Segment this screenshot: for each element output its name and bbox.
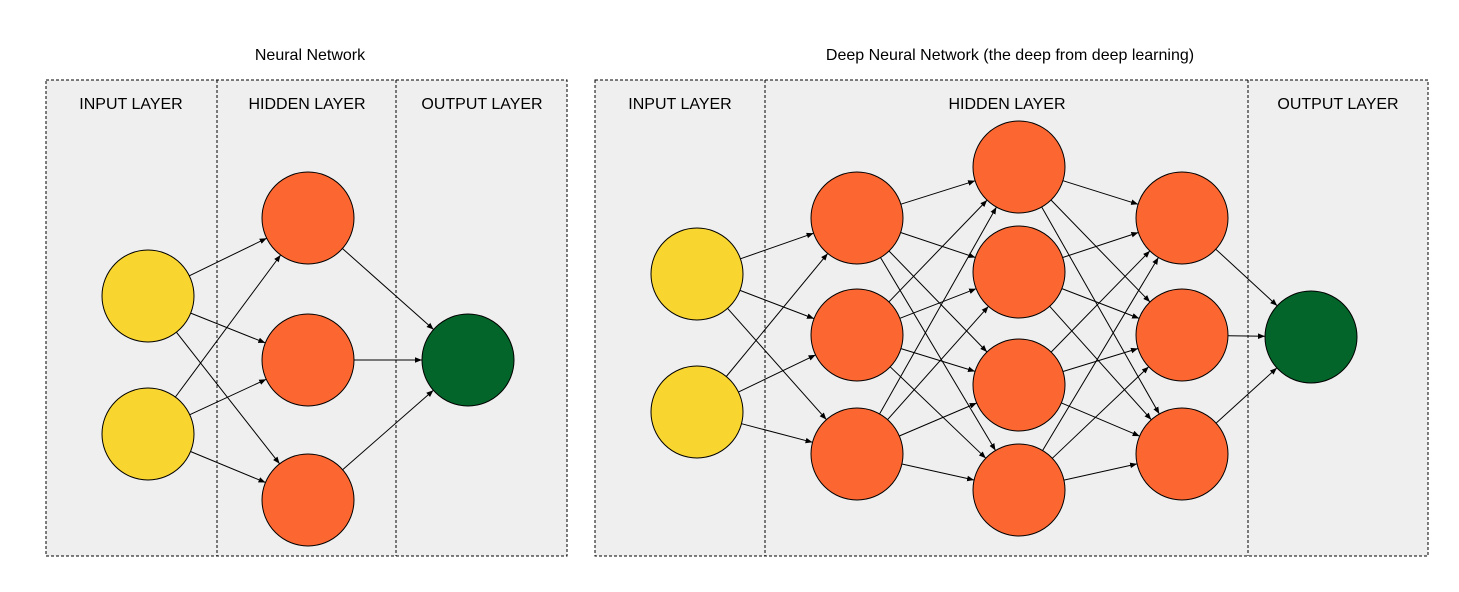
connection-arrow [899,288,977,319]
connection-edges [174,237,434,483]
connection-edges [725,180,1278,482]
diagram-title: Neural Network [255,47,366,64]
hidden-neuron [1135,171,1229,265]
connection-arrow [888,250,988,353]
hidden-neuron [810,288,904,382]
connection-arrow [1049,305,1152,421]
connection-arrow [1215,248,1278,307]
connection-arrow [1063,462,1138,481]
connection-arrow [174,254,282,398]
connection-arrow [1062,180,1139,205]
hidden-neuron [261,171,355,265]
connection-arrow [189,237,267,277]
connection-arrow [176,331,280,465]
connection-arrow [900,348,976,373]
connection-arrow [899,402,977,437]
connection-arrow [888,199,988,303]
connection-arrow [901,463,975,482]
connection-arrow [740,232,814,260]
output-neuron [1264,290,1358,384]
connection-arrow [739,289,815,320]
input-neuron [101,249,195,343]
connection-arrow [727,308,827,420]
hidden-neuron [1135,407,1229,501]
hidden-neuron [972,338,1066,432]
hidden-layer-label: HIDDEN LAYER [948,96,1065,113]
connection-arrow [190,451,266,483]
hidden-neuron [1135,288,1229,382]
hidden-layer-label: HIDDEN LAYER [248,96,365,113]
diagram-title: Deep Neural Network (the deep from deep … [826,47,1194,64]
connection-arrow [1050,199,1151,303]
hidden-neuron [810,407,904,501]
hidden-neuron [972,225,1066,319]
connection-arrow [1062,232,1139,258]
output-layer-label: OUTPUT LAYER [1277,96,1398,113]
connection-arrow [1051,366,1150,459]
neural-network-diagram: Neural Network INPUT LAYER HIDDEN LAYER … [45,47,568,557]
connection-arrow [1061,402,1140,437]
connection-arrow [1215,367,1278,424]
hidden-neuron [261,313,355,407]
deep-neural-network-diagram: Deep Neural Network (the deep from deep … [594,47,1429,557]
hidden-neuron [261,453,355,547]
output-neuron [421,313,515,407]
connection-arrow [887,306,989,420]
connection-arrow [342,389,434,471]
connection-arrow [1050,250,1151,353]
neuron-nodes [101,171,515,547]
hidden-neuron [810,171,904,265]
input-neuron [650,227,744,321]
output-layer-label: OUTPUT LAYER [421,96,542,113]
input-neuron [650,365,744,459]
hidden-neuron [972,120,1066,214]
connection-arrow [738,354,816,393]
connection-arrow [725,253,829,377]
hidden-neuron [972,443,1066,537]
connection-arrow [1062,347,1139,372]
connection-arrow [889,366,987,459]
connection-arrow [900,232,976,258]
connection-arrow [879,206,997,415]
connection-arrow [1227,333,1266,339]
connection-arrow [189,378,267,416]
connection-arrow [900,180,976,205]
input-layer-label: INPUT LAYER [628,96,731,113]
connection-arrow [741,423,813,444]
connection-arrow [1061,288,1140,319]
connection-arrow [342,248,434,330]
input-layer-label: INPUT LAYER [79,96,182,113]
connection-arrow [1042,257,1159,451]
neuron-nodes [650,120,1358,537]
connection-arrow [880,257,996,451]
input-neuron [101,387,195,481]
connection-arrow [1041,206,1160,415]
connection-arrow [190,312,266,344]
